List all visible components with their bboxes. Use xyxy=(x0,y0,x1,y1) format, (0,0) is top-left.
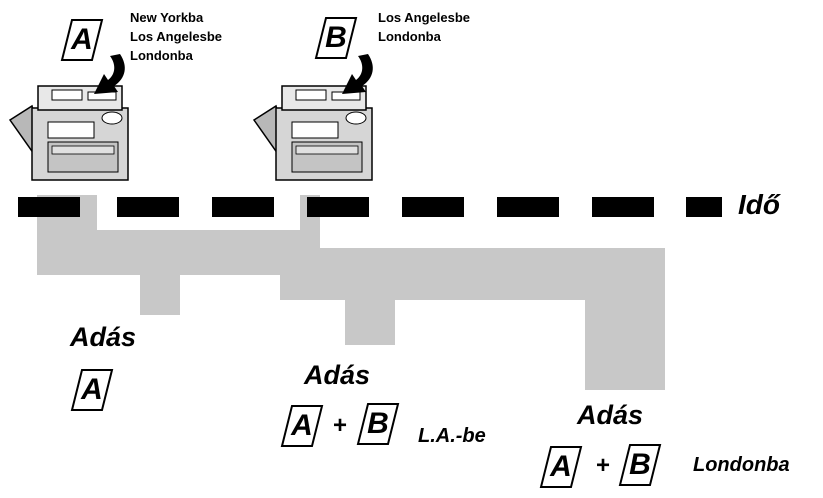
plus-sign: + xyxy=(596,452,611,479)
destination-item: New Yorkba xyxy=(130,10,204,25)
timeline-dash xyxy=(18,197,80,217)
destination-item: Londonba xyxy=(378,29,441,44)
transmission-destination: Londonba xyxy=(693,454,790,476)
timeline-dash xyxy=(307,197,369,217)
transmission-destination: L.A.-be xyxy=(418,425,486,447)
transmission-label: Adás xyxy=(304,360,371,390)
document-b-card: B xyxy=(618,444,662,486)
document-b-card: B xyxy=(314,17,358,59)
destination-item: Londonba xyxy=(130,48,193,63)
document-b-card: B xyxy=(356,403,400,445)
document-a-card: A xyxy=(539,446,583,488)
destination-item: Los Angelesbe xyxy=(130,29,222,44)
document-a-card: A xyxy=(70,369,114,411)
feed-arrow-icon xyxy=(94,54,125,94)
document-a-card: A xyxy=(280,405,324,447)
timeline-dash xyxy=(117,197,179,217)
timeline-dash xyxy=(212,197,274,217)
transmission-label: Adás xyxy=(70,322,137,352)
fax-machine-icon xyxy=(252,85,373,181)
flow-path-shape xyxy=(37,195,665,390)
destination-list: Los Angelesbe Londonba xyxy=(378,8,470,46)
timeline-dash xyxy=(497,197,559,217)
transmission-label: Adás xyxy=(577,400,644,430)
document-a-card: A xyxy=(60,19,104,61)
destination-item: Los Angelesbe xyxy=(378,10,470,25)
timeline-label: Idő xyxy=(738,189,780,220)
destination-list: New Yorkba Los Angelesbe Londonba xyxy=(130,8,222,65)
timeline-dash xyxy=(592,197,654,217)
plus-sign: + xyxy=(333,412,348,439)
timeline-dash xyxy=(402,197,464,217)
timeline-dash xyxy=(686,197,722,217)
feed-arrow-icon xyxy=(342,54,373,94)
